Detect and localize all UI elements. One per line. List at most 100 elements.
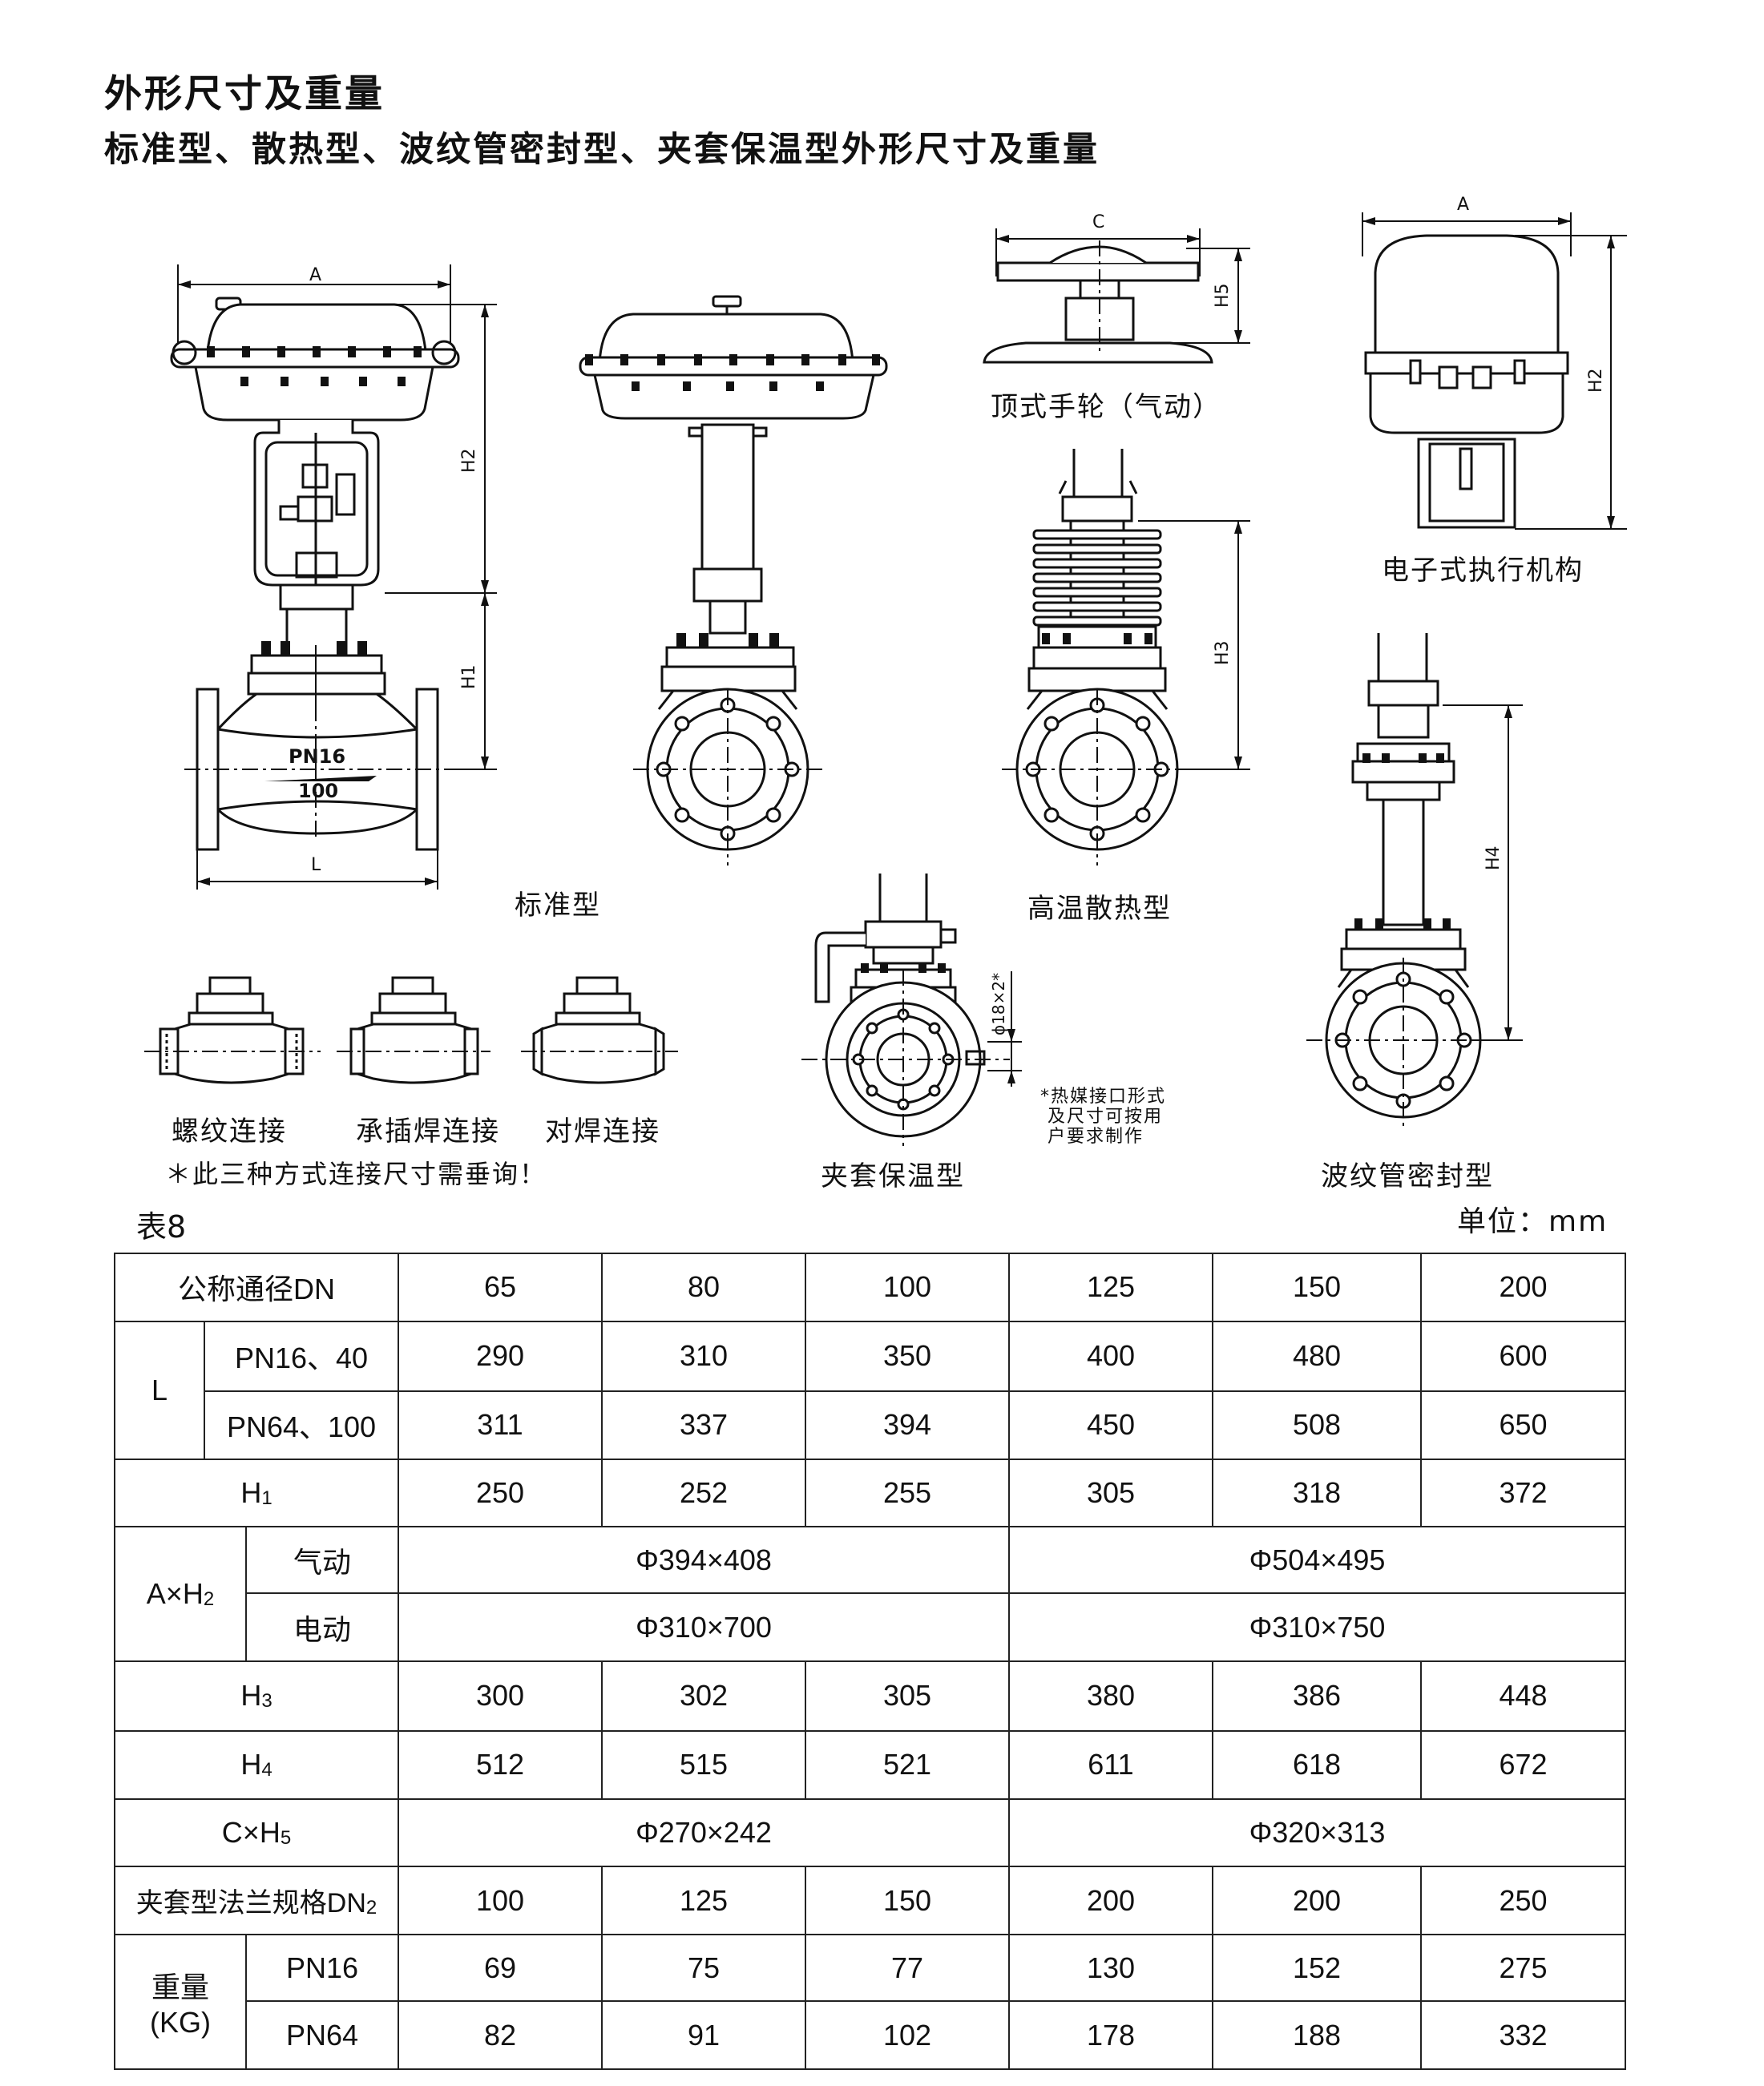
cell-weight-pn16: 77: [805, 1934, 1010, 2003]
header-h4: H4: [114, 1729, 399, 1800]
unit-label: 单位：mm: [1457, 1205, 1609, 1238]
header-dn: 公称通径DN: [114, 1253, 399, 1322]
cell-h4: 672: [1420, 1729, 1626, 1800]
jacket-valve-drawing: [801, 874, 1022, 1146]
body-mark-pn: PN16: [289, 745, 345, 768]
cell-h1: 255: [805, 1458, 1010, 1528]
dim-l-std: L: [311, 855, 321, 875]
cell-h3: 386: [1212, 1660, 1422, 1732]
dimension-table: 公称通径DN 65 80 100 125 150 200 L PN16、40 2…: [114, 1253, 1626, 2070]
connection-note: ＊此三种方式连接尺寸需垂询！: [165, 1159, 547, 1189]
row-dn: 公称通径DN 65 80 100 125 150 200: [114, 1253, 1626, 1322]
cell-h3: 305: [805, 1660, 1010, 1732]
cell-h1: 372: [1420, 1458, 1626, 1528]
page-title: 外形尺寸及重量: [104, 72, 385, 116]
cell-ch5-small: Φ270×242: [398, 1798, 1010, 1868]
caption-bellows: 波纹管密封型: [1321, 1160, 1494, 1192]
cell-l-pn64: 650: [1420, 1390, 1626, 1460]
cell-h1: 252: [601, 1458, 806, 1528]
cell-dn: 200: [1420, 1253, 1626, 1322]
cell-h3: 302: [601, 1660, 806, 1732]
cell-l-pn64: 450: [1008, 1390, 1213, 1460]
cell-l-pn16: 310: [601, 1320, 806, 1392]
cell-l-pn16: 480: [1212, 1320, 1422, 1392]
body-mark-dn: 100: [298, 780, 338, 802]
header-l-pn16: PN16、40: [204, 1320, 399, 1392]
electric-actuator-drawing: [1362, 212, 1627, 530]
cell-dn2: 200: [1212, 1866, 1422, 1936]
cell-weight-pn64: 82: [398, 2000, 603, 2070]
cell-h4: 512: [398, 1729, 603, 1800]
cell-h3: 380: [1008, 1660, 1213, 1732]
cell-weight-pn16: 75: [601, 1934, 806, 2003]
cell-h1: 305: [1008, 1458, 1213, 1528]
cell-l-pn64: 337: [601, 1390, 806, 1460]
cell-weight-pn16: 69: [398, 1934, 603, 2003]
header-weight: 重量(KG): [114, 1934, 247, 2070]
cell-h3: 448: [1420, 1660, 1626, 1732]
row-weight-pn16: 重量(KG) PN16 69 75 77 130 152 275: [114, 1934, 1626, 2070]
cell-dn2: 150: [805, 1866, 1010, 1936]
jacket-note: *热媒接口形式 及尺寸可按用 户要求制作: [1040, 1087, 1167, 1147]
header-weight-pn64: PN64: [245, 2000, 399, 2070]
row-h4: H4 512 515 521 611 618 672: [114, 1729, 1626, 1800]
row-ah2-electric: 电动 Φ310×700 Φ310×750: [115, 1592, 1626, 1662]
page-subtitle: 标准型、散热型、波纹管密封型、夹套保温型外形尺寸及重量: [104, 130, 1100, 170]
cell-dn2: 125: [601, 1866, 806, 1936]
cell-l-pn64: 508: [1212, 1390, 1422, 1460]
dim-jacket-port: ϕ18×2*: [989, 973, 1008, 1035]
row-ah2-air: A×H2 气动 Φ394×408 Φ504×495: [114, 1526, 1626, 1662]
header-l: L: [114, 1320, 205, 1460]
cell-weight-pn64: 332: [1420, 2000, 1626, 2070]
dim-h5-handwheel: H5: [1213, 283, 1233, 308]
cell-h4: 618: [1212, 1729, 1422, 1800]
dim-a-std: A: [309, 265, 321, 285]
cell-h3: 300: [398, 1660, 603, 1732]
cell-h1: 250: [398, 1458, 603, 1528]
table-label: 表8: [136, 1209, 187, 1245]
dim-h1-std: H1: [459, 664, 479, 689]
dim-h4-bellows: H4: [1483, 845, 1504, 870]
cell-air-small: Φ394×408: [398, 1526, 1010, 1595]
row-dn2: 夹套型法兰规格DN2 100 125 150 200 200 250: [114, 1866, 1626, 1936]
cell-dn2: 250: [1420, 1866, 1626, 1936]
cell-h4: 521: [805, 1729, 1010, 1800]
dim-a-electric: A: [1457, 195, 1469, 215]
row-h3: H3 300 302 305 380 386 448: [114, 1660, 1626, 1732]
header-ah2: A×H2: [114, 1526, 247, 1662]
cell-h4: 611: [1008, 1729, 1213, 1800]
bellows-valve-drawing: [1306, 633, 1523, 1130]
cell-weight-pn16: 130: [1008, 1934, 1213, 2003]
cell-l-pn16: 350: [805, 1320, 1010, 1392]
header-dn2: 夹套型法兰规格DN2: [114, 1866, 399, 1936]
caption-butt-weld: 对焊连接: [545, 1116, 660, 1148]
header-weight-pn16: PN16: [245, 1934, 399, 2003]
cell-l-pn16: 290: [398, 1320, 603, 1392]
caption-electric: 电子式执行机构: [1382, 555, 1584, 587]
standard-valve-drawing: [170, 264, 497, 890]
header-electric: 电动: [245, 1592, 399, 1662]
header-l-pn64: PN64、100: [204, 1390, 399, 1460]
valve-drawings: A L C A H2 H1 H5 H3 H2 H4 ϕ18×2* PN16 10…: [144, 195, 1627, 1146]
row-ch5: C×H5 Φ270×242 Φ320×313: [114, 1798, 1626, 1868]
caption-threaded: 螺纹连接: [172, 1116, 287, 1148]
cell-dn: 125: [1008, 1253, 1213, 1322]
standard-side-drawing: [579, 295, 888, 865]
cell-ch5-large: Φ320×313: [1008, 1798, 1626, 1868]
caption-finned: 高温散热型: [1027, 893, 1172, 925]
cell-electric-large: Φ310×750: [1008, 1592, 1626, 1662]
row-h1: H1 250 252 255 305 318 372: [114, 1458, 1626, 1528]
cell-weight-pn16: 275: [1420, 1934, 1626, 2003]
cell-h1: 318: [1212, 1458, 1422, 1528]
cell-h4: 515: [601, 1729, 806, 1800]
cell-weight-pn16: 152: [1212, 1934, 1422, 2003]
dim-h2-electric: H2: [1586, 368, 1606, 393]
cell-l-pn64: 311: [398, 1390, 603, 1460]
row-l-pn64: PN64、100 311 337 394 450 508 650: [115, 1390, 1626, 1460]
header-h3: H3: [114, 1660, 399, 1732]
dim-c-handwheel: C: [1092, 212, 1104, 232]
connection-drawings: [144, 976, 678, 1084]
cell-dn: 80: [601, 1253, 806, 1322]
header-h1: H1: [114, 1458, 399, 1528]
cell-l-pn16: 600: [1420, 1320, 1626, 1392]
